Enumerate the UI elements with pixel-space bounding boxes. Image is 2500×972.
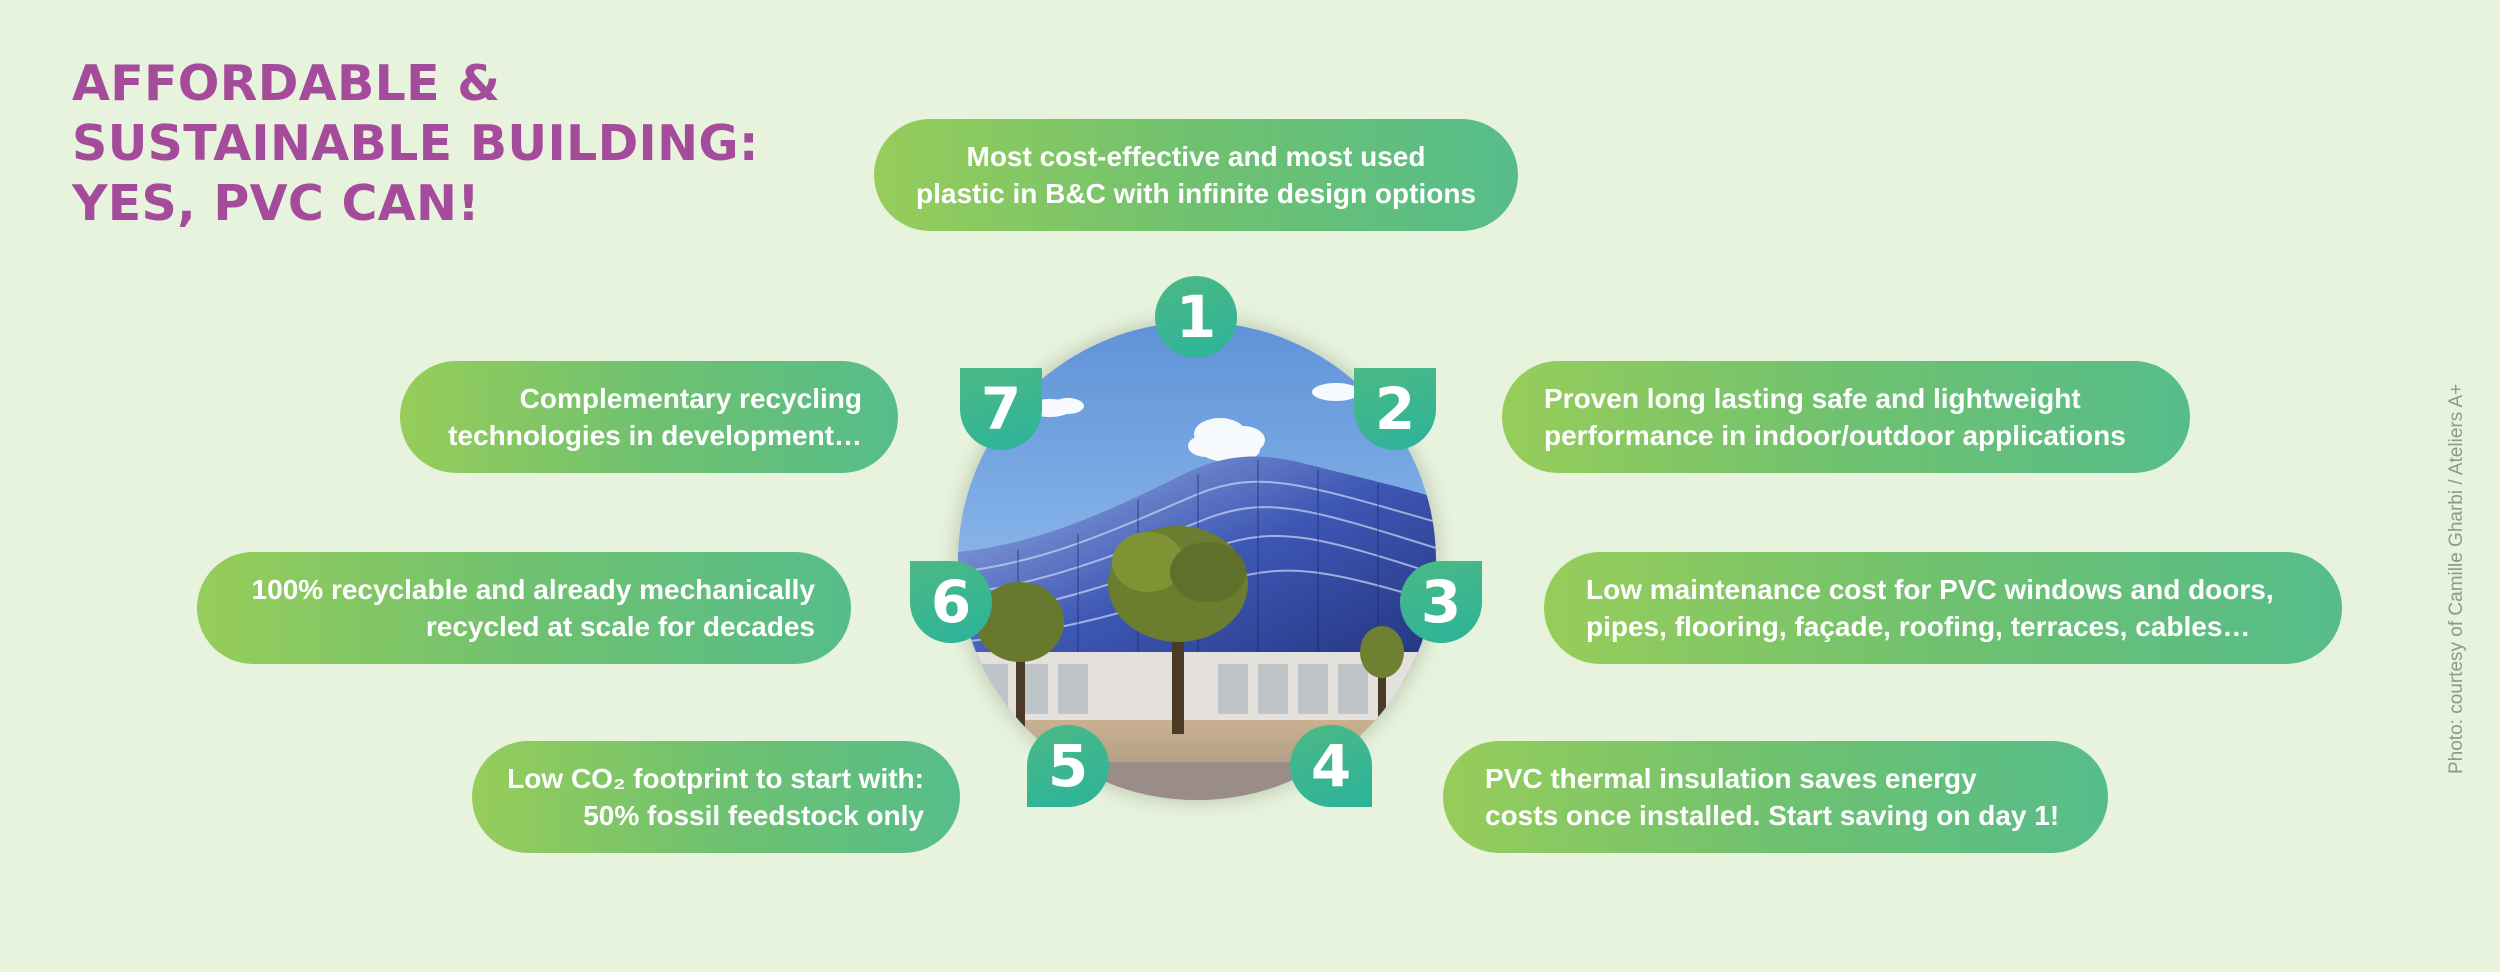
point-7-line-1: Complementary recycling bbox=[519, 383, 862, 414]
point-4-line-2: costs once installed. Start saving on da… bbox=[1485, 800, 2060, 831]
point-2-pill: Proven long lasting safe and lightweight… bbox=[1502, 361, 2190, 473]
point-4-line-1: PVC thermal insulation saves energy bbox=[1485, 763, 1977, 794]
badge-6-number: 6 bbox=[930, 568, 972, 636]
point-6-line-1: 100% recyclable and already mechanically bbox=[251, 574, 815, 605]
point-1-line-1: Most cost-effective and most used bbox=[966, 141, 1426, 172]
title-line-1: AFFORDABLE & bbox=[72, 55, 501, 112]
photo-credit: Photo: courtesy of Camille Gharbi / Atel… bbox=[2446, 383, 2467, 774]
point-3-pill: Low maintenance cost for PVC windows and… bbox=[1544, 552, 2342, 664]
badge-2: 2 bbox=[1354, 368, 1436, 450]
point-1-line-2: plastic in B&C with infinite design opti… bbox=[916, 178, 1476, 209]
point-3-line-1: Low maintenance cost for PVC windows and… bbox=[1586, 574, 2274, 605]
point-7-pill: Complementary recycling technologies in … bbox=[400, 361, 898, 473]
point-7-line-2: technologies in development… bbox=[448, 420, 862, 451]
point-5-pill: Low CO₂ footprint to start with: 50% fos… bbox=[472, 741, 960, 853]
title-line-2: SUSTAINABLE BUILDING: bbox=[72, 115, 759, 172]
badge-3-number: 3 bbox=[1420, 568, 1462, 636]
badge-5: 5 bbox=[1027, 725, 1109, 807]
point-2-line-2: performance in indoor/outdoor applicatio… bbox=[1544, 420, 2126, 451]
badge-4: 4 bbox=[1290, 725, 1372, 807]
badge-7: 7 bbox=[960, 368, 1042, 450]
badge-1: 1 bbox=[1155, 276, 1237, 358]
badge-2-number: 2 bbox=[1374, 375, 1416, 443]
point-2-line-1: Proven long lasting safe and lightweight bbox=[1544, 383, 2081, 414]
page-title: AFFORDABLE & SUSTAINABLE BUILDING: YES, … bbox=[72, 54, 792, 234]
title-line-3: YES, PVC CAN! bbox=[72, 175, 480, 232]
point-5-line-1: Low CO₂ footprint to start with: bbox=[507, 763, 924, 794]
point-5-line-2: 50% fossil feedstock only bbox=[583, 800, 924, 831]
point-1-pill: Most cost-effective and most used plasti… bbox=[874, 119, 1518, 231]
badge-3: 3 bbox=[1400, 561, 1482, 643]
badge-1-number: 1 bbox=[1175, 283, 1217, 351]
point-6-pill: 100% recyclable and already mechanically… bbox=[197, 552, 851, 664]
point-4-pill: PVC thermal insulation saves energy cost… bbox=[1443, 741, 2108, 853]
badge-7-number: 7 bbox=[980, 375, 1022, 443]
point-3-line-2: pipes, flooring, façade, roofing, terrac… bbox=[1586, 611, 2251, 642]
badge-4-number: 4 bbox=[1310, 732, 1352, 800]
point-6-line-2: recycled at scale for decades bbox=[425, 611, 815, 642]
badge-6: 6 bbox=[910, 561, 992, 643]
badge-5-number: 5 bbox=[1047, 732, 1089, 800]
